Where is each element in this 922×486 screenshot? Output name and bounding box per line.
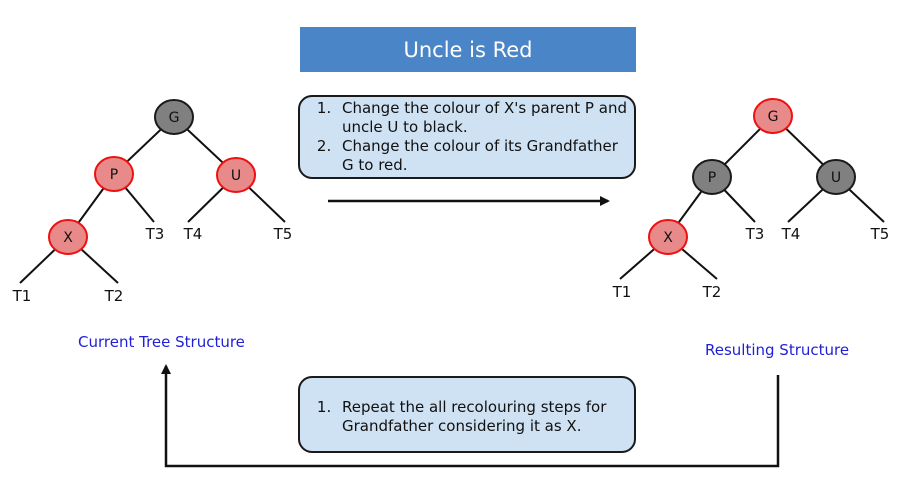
resulting-tree-caption: Resulting Structure	[705, 341, 850, 359]
repeat-steps-box: Repeat the all recolouring steps for Gra…	[298, 376, 636, 453]
svg-text:U: U	[231, 168, 241, 184]
repeat-arrow	[161, 364, 780, 468]
subtree-label-t5: T5	[870, 225, 890, 243]
subtree-label-t3: T3	[745, 225, 765, 243]
current-tree: G P U X T1 T2 T3 T4 T5	[12, 99, 293, 305]
repeat-steps-list: Repeat the all recolouring steps for Gra…	[300, 398, 634, 436]
subtree-label-t4: T4	[781, 225, 801, 243]
resulting-tree: G P U X T1 T2 T3 T4 T5	[612, 98, 890, 301]
tree-node-x: X	[48, 219, 88, 255]
svg-text:P: P	[110, 167, 118, 183]
subtree-label-t1: T1	[12, 287, 32, 305]
svg-text:X: X	[63, 230, 73, 246]
tree-node-u: U	[816, 159, 856, 195]
subtree-label-t2: T2	[702, 283, 722, 301]
svg-text:U: U	[831, 170, 841, 186]
recolor-step-2: Change the colour of its Grandfather G t…	[336, 137, 634, 175]
svg-text:X: X	[663, 230, 673, 246]
recolor-steps-box: Change the colour of X's parent P and un…	[298, 95, 636, 179]
repeat-step-1: Repeat the all recolouring steps for Gra…	[336, 398, 634, 436]
subtree-label-t3: T3	[145, 225, 165, 243]
tree-node-g: G	[753, 98, 793, 134]
title-text: Uncle is Red	[403, 37, 533, 62]
recolor-steps-list: Change the colour of X's parent P and un…	[300, 99, 634, 175]
tree-node-u: U	[216, 157, 256, 193]
svg-text:G: G	[169, 110, 180, 126]
svg-text:G: G	[768, 109, 779, 125]
current-tree-caption: Current Tree Structure	[78, 333, 245, 351]
subtree-label-t5: T5	[273, 225, 293, 243]
svg-text:P: P	[708, 170, 716, 186]
recolor-step-1: Change the colour of X's parent P and un…	[336, 99, 634, 137]
tree-node-p: P	[94, 156, 134, 192]
tree-node-p: P	[692, 159, 732, 195]
subtree-label-t2: T2	[104, 287, 124, 305]
tree-node-g: G	[154, 99, 194, 135]
subtree-label-t4: T4	[183, 225, 203, 243]
title-banner: Uncle is Red	[300, 27, 636, 72]
subtree-label-t1: T1	[612, 283, 632, 301]
tree-node-x: X	[648, 219, 688, 255]
